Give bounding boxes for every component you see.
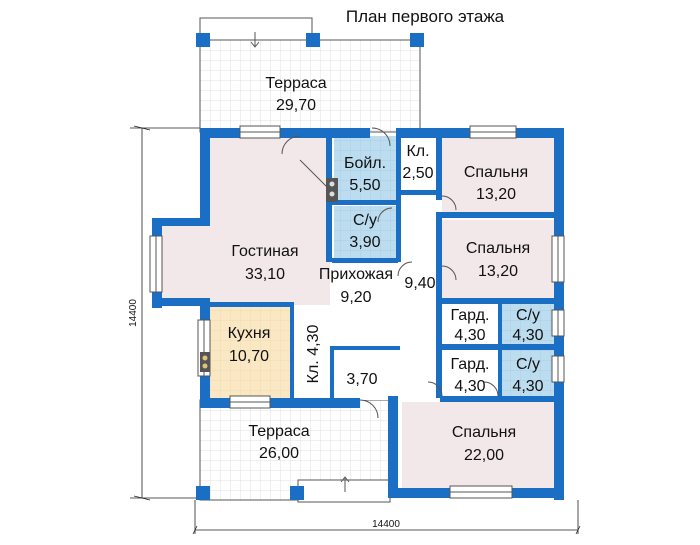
terrace-top-area <box>196 17 424 133</box>
room-name: Терраса <box>248 423 309 440</box>
plan-title: План первого этажа <box>346 7 505 26</box>
room-area: 2,50 <box>402 165 433 182</box>
room-area: 4,30 <box>512 327 543 344</box>
room-area: 4,30 <box>512 378 543 395</box>
room-name: С/у <box>353 212 377 229</box>
room-fills <box>160 136 556 490</box>
room-area: 9,20 <box>340 289 371 306</box>
room-name: Спальня <box>466 240 530 257</box>
room-area: 26,00 <box>259 445 299 462</box>
room-name: Бойл. <box>344 155 386 172</box>
room-name: Терраса <box>265 75 326 92</box>
room-area: 22,00 <box>464 447 504 464</box>
room-area: 29,70 <box>276 97 316 114</box>
room-area: 4,30 <box>454 327 485 344</box>
room-name: Гард. <box>451 307 490 324</box>
openings <box>149 125 565 499</box>
room-area: 9,40 <box>404 275 435 292</box>
room-name: Кл. 4,30 <box>305 325 322 384</box>
room-labels: Терраса 29,70 Бойл. 5,50 Кл. 2,50 Спальн… <box>228 75 544 464</box>
room-name: С/у <box>516 307 540 324</box>
room-name: Спальня <box>464 164 528 181</box>
room-area: 3,70 <box>346 371 377 388</box>
terrace-bottom-area <box>196 399 391 503</box>
room-name: С/у <box>516 356 540 373</box>
dimension-height: 14400 <box>128 299 139 327</box>
room-name: Кл. <box>406 143 429 160</box>
room-area: 10,70 <box>229 348 269 365</box>
room-area: 3,90 <box>349 234 380 251</box>
dimension-width: 14400 <box>372 519 400 530</box>
room-area: 4,30 <box>454 378 485 395</box>
room-name: Гостиная <box>231 243 298 260</box>
room-area: 33,10 <box>245 266 285 283</box>
dimension-lines <box>130 125 581 535</box>
room-area: 5,50 <box>349 177 380 194</box>
room-area: 13,20 <box>476 186 516 203</box>
room-name: Спальня <box>452 424 516 441</box>
room-name: Гард. <box>451 356 490 373</box>
room-name: Прихожая <box>319 266 393 283</box>
fixtures <box>200 178 338 372</box>
room-area: 13,20 <box>478 263 518 280</box>
room-name: Кухня <box>228 325 271 342</box>
